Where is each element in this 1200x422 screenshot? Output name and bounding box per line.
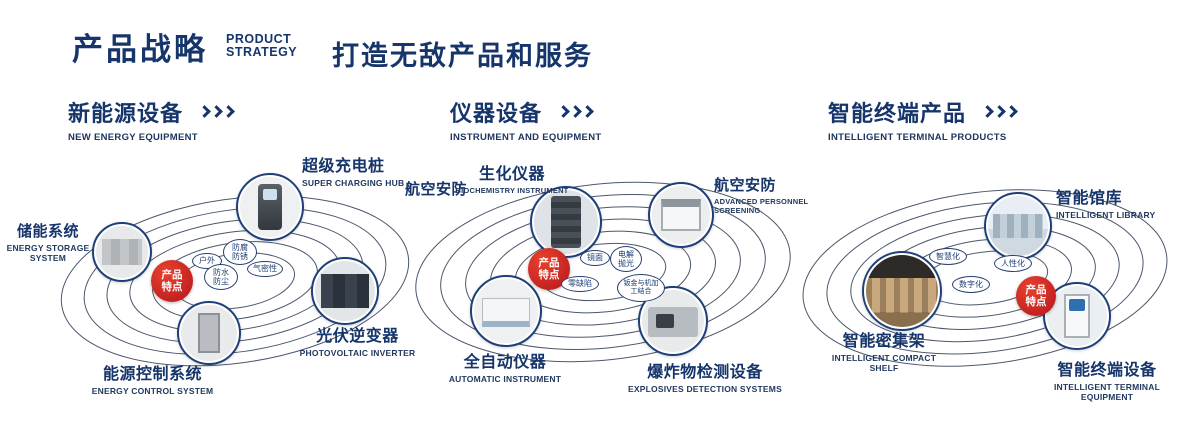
intelligent-library-image: [988, 196, 1048, 256]
personnel-screening-image: [652, 186, 710, 244]
page-title: 产品战略: [72, 32, 208, 67]
section-subtitle-text: NEW ENERGY EQUIPMENT: [68, 132, 198, 143]
feature-badge-intelligent-terminal: 产品特点: [1016, 276, 1056, 316]
product-circle-pv-inverter: [311, 257, 379, 325]
feature-bubble: 电解抛光: [610, 246, 642, 272]
section-subtitle-text: INSTRUMENT AND EQUIPMENT: [450, 132, 602, 143]
label-super-charging-hub: 超级充电桩 SUPER CHARGING HUB: [302, 158, 405, 188]
label-explosives-detection: 爆炸物检测设备 EXPLOSIVES DETECTION SYSTEMS: [628, 364, 782, 394]
product-circle-intelligent-library: [984, 192, 1052, 260]
page-title-en-line2: STRATEGY: [226, 45, 298, 59]
label-energy-control: 能源控制系统 ENERGY CONTROL SYSTEM: [91, 366, 214, 396]
product-circle-compact-shelf: [862, 251, 942, 331]
label-pv-inverter: 光伏逆变器 PHOTOVOLTAIC INVERTER: [299, 328, 416, 358]
feature-bubble: 镜面: [580, 250, 610, 266]
feature-bubble: 防腐防锈: [223, 239, 257, 265]
energy-storage-image: [96, 226, 148, 278]
product-circle-energy-control: [177, 301, 241, 365]
feature-bubble: 钣金与机加工结合: [617, 274, 665, 302]
page-title-en: PRODUCT STRATEGY: [226, 33, 297, 59]
slogan: 打造无敌产品和服务: [332, 41, 593, 71]
feature-badge-new-energy: 产品特点: [151, 260, 193, 302]
super-charging-hub-image: [240, 177, 300, 237]
product-circle-biochemistry: [530, 186, 602, 258]
label-biochemistry: 生化仪器 BIOCHEMISTRY INSTRUMENT: [455, 166, 569, 195]
feature-bubble: 零缺陷: [561, 276, 599, 292]
energy-control-image: [181, 305, 237, 361]
chevrons-icon: [556, 103, 595, 121]
label-energy-storage: 储能系统 ENERGY STORAGE SYSTEM: [6, 223, 90, 263]
feature-bubble: 防水防尘: [204, 264, 238, 290]
chevrons-icon: [980, 103, 1019, 121]
section-title-text: 仪器设备: [450, 101, 543, 126]
feature-bubble: 智慧化: [929, 248, 967, 265]
label-aviation-security-left: 航空安防: [405, 181, 468, 198]
product-circle-personnel-screening: [648, 182, 714, 248]
section-title-intelligent-terminal: 智能终端产品 INTELLIGENT TERMINAL PRODUCTS: [828, 96, 1019, 143]
product-circle-automatic-instrument: [470, 275, 542, 347]
label-personnel-screening: 航空安防 ADVANCED PERSONNEL SCREENING: [714, 177, 809, 215]
feature-bubble: 人性化: [994, 255, 1032, 272]
compact-shelf-image: [866, 255, 938, 327]
section-title-text: 智能终端产品: [828, 101, 967, 126]
label-compact-shelf: 智能密集架 INTELLIGENT COMPACT SHELF: [831, 333, 937, 373]
terminal-equipment-image: [1047, 286, 1107, 346]
biochemistry-instrument-image: [534, 190, 598, 254]
page-title-en-line1: PRODUCT: [226, 32, 292, 46]
automatic-instrument-image: [474, 279, 538, 343]
pv-inverter-image: [315, 261, 375, 321]
label-terminal-equipment: 智能终端设备 INTELLIGENT TERMINAL EQUIPMENT: [1054, 362, 1160, 402]
feature-bubble: 数字化: [952, 276, 990, 293]
chevrons-icon: [197, 103, 236, 121]
product-circle-super-charging-hub: [236, 173, 304, 241]
product-circle-energy-storage: [92, 222, 152, 282]
section-title-new-energy: 新能源设备 NEW ENERGY EQUIPMENT: [68, 96, 236, 143]
section-subtitle-text: INTELLIGENT TERMINAL PRODUCTS: [828, 132, 1007, 143]
section-title-instruments: 仪器设备 INSTRUMENT AND EQUIPMENT: [450, 96, 601, 143]
label-automatic-instrument: 全自动仪器 AUTOMATIC INSTRUMENT: [448, 354, 562, 384]
label-intelligent-library: 智能馆库 INTELLIGENT LIBRARY: [1056, 190, 1156, 220]
section-title-text: 新能源设备: [68, 101, 184, 126]
feature-bubble: 气密性: [247, 261, 283, 277]
feature-badge-instruments: 产品特点: [528, 248, 570, 290]
